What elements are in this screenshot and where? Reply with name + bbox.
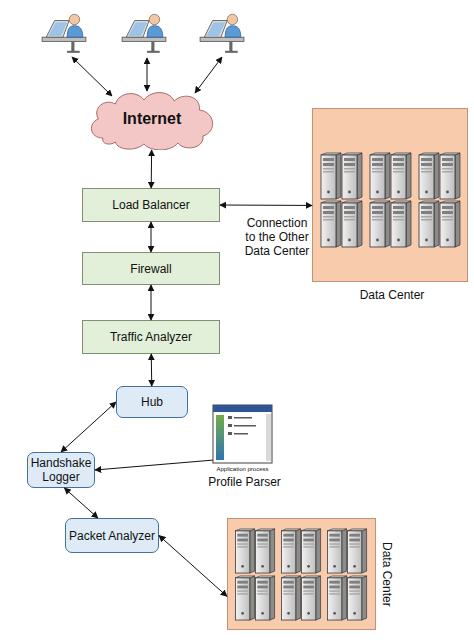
rounded-box: Hub [116,386,188,418]
process-box: Traffic Analyzer [82,320,220,354]
process-box: Load Balancer [82,188,220,222]
node-text: Load Balancer [110,198,191,212]
node-text: Firewall [128,262,173,276]
user-arrow [72,57,112,96]
node-text: Data Center [293,288,474,302]
connector-arrow [220,205,312,206]
node-text: Hub [139,395,165,409]
internet-cloud: Internet [85,88,219,150]
connector-arrow [151,354,152,386]
node-text: Profile Parser [173,475,316,489]
connector-arrow [159,536,227,597]
rounded-box: Packet Analyzer [65,518,159,553]
edge-label: Connection to the Other Data Center [244,216,310,258]
application-window [213,405,272,463]
connector-arrow [151,285,152,320]
node-text: Traffic Analyzer [108,330,194,344]
rounded-box: Handshake Logger [27,452,95,488]
application-node: Application processProfile Parser [213,405,272,463]
server-rack [235,529,366,620]
user-icon [200,14,244,53]
node-text: Packet Analyzer [67,529,157,543]
user-arrow [147,58,148,91]
node-text: Internet [121,112,184,126]
connector-arrow [151,150,152,188]
data-center-box: Data Center [312,108,468,282]
connector-arrow [151,222,152,252]
process-box: Firewall [82,252,220,285]
connector-arrow [61,402,116,452]
user-arrow [195,57,222,93]
node-text: Handshake Logger [28,456,94,484]
connector-arrow [64,488,98,518]
server-rack [321,153,460,247]
data-center-box: Data Center [227,518,376,630]
connector-arrow [95,460,213,470]
node-text: Data Center [378,519,396,629]
user-icon [122,14,166,53]
user-icon [42,14,86,53]
node-text: Application process [183,466,302,473]
